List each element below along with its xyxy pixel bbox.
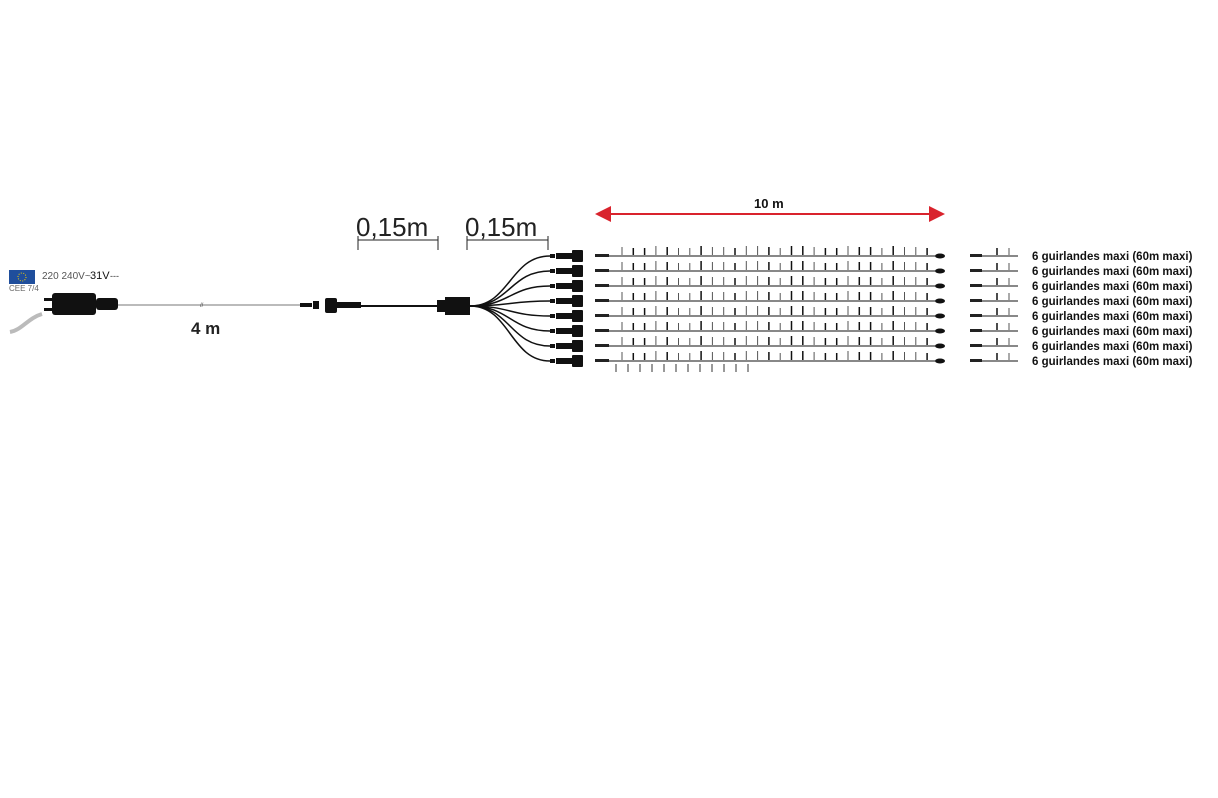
output-connector	[550, 325, 583, 337]
output-connector	[550, 355, 583, 367]
plug-output-rating: 31V	[90, 270, 110, 282]
output-row: 6 guirlandes maxi (60m maxi)	[469, 305, 1193, 353]
led-strand	[595, 351, 945, 372]
output-connector	[550, 280, 583, 292]
extension-strand	[970, 278, 1018, 287]
output-row: 6 guirlandes maxi (60m maxi)	[469, 305, 1193, 338]
extension-strand	[970, 353, 1018, 362]
plug-input-rating: 220 240V~	[42, 271, 91, 282]
svg-text://: //	[200, 303, 204, 309]
output-row: 6 guirlandes maxi (60m maxi)	[469, 291, 1193, 308]
segment-1-length: 0,15m	[356, 212, 428, 242]
output-connector	[550, 250, 583, 262]
output-label: 6 guirlandes maxi (60m maxi)	[1032, 251, 1193, 263]
dc-symbol: ---	[110, 271, 119, 281]
lead-cable-length: 4 m	[191, 319, 220, 338]
output-connector	[550, 310, 583, 322]
output-connector	[550, 340, 583, 352]
output-row: 6 guirlandes maxi (60m maxi)	[469, 305, 1193, 372]
splitter-hub	[437, 297, 470, 315]
extension-strand	[970, 263, 1018, 272]
segment-2-length: 0,15m	[465, 212, 537, 242]
led-strand	[595, 246, 945, 259]
extension-strand	[970, 293, 1018, 302]
dimension-segment-1	[357, 236, 439, 250]
led-strand	[595, 276, 945, 289]
extension-strand	[970, 308, 1018, 317]
output-row: 6 guirlandes maxi (60m maxi)	[469, 261, 1193, 307]
output-label: 6 guirlandes maxi (60m maxi)	[1032, 326, 1193, 338]
plug-standard: CEE 7/4	[9, 284, 39, 293]
extension-strand	[970, 248, 1018, 257]
output-label: 6 guirlandes maxi (60m maxi)	[1032, 296, 1193, 308]
output-connector	[550, 265, 583, 277]
output-connector	[550, 295, 583, 307]
output-row: 6 guirlandes maxi (60m maxi)	[469, 276, 1193, 307]
eu-flag-icon	[9, 270, 35, 284]
dimension-segment-2	[466, 236, 549, 250]
extension-strand	[970, 338, 1018, 347]
output-label: 6 guirlandes maxi (60m maxi)	[1032, 266, 1193, 278]
strand-length: 10 m	[754, 196, 784, 211]
led-strand	[595, 261, 945, 274]
led-strand	[595, 336, 945, 349]
led-strand	[595, 306, 945, 319]
output-label: 6 guirlandes maxi (60m maxi)	[1032, 356, 1193, 368]
output-label: 6 guirlandes maxi (60m maxi)	[1032, 311, 1193, 323]
output-row: 6 guirlandes maxi (60m maxi)	[469, 305, 1193, 323]
extension-strand	[970, 323, 1018, 332]
output-label: 6 guirlandes maxi (60m maxi)	[1032, 341, 1193, 353]
output-label: 6 guirlandes maxi (60m maxi)	[1032, 281, 1193, 293]
fan-wire	[469, 305, 551, 332]
led-strand	[595, 291, 945, 304]
fan-wire	[469, 255, 551, 307]
power-plug-icon	[9, 293, 118, 334]
inline-connector	[300, 298, 361, 313]
led-strand	[595, 321, 945, 334]
fan-wire	[469, 305, 551, 347]
output-row: 6 guirlandes maxi (60m maxi)	[469, 246, 1193, 307]
fan-wire	[469, 305, 551, 362]
